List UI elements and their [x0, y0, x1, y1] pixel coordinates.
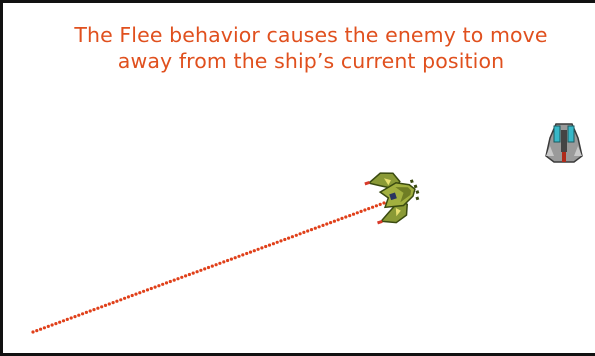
trail-dot	[272, 242, 275, 245]
trail-dot	[325, 222, 328, 225]
trail-dot	[85, 311, 88, 314]
trail-dot	[295, 234, 298, 237]
trail-dot	[112, 301, 115, 304]
trail-dot	[245, 252, 248, 255]
player-ship-icon	[546, 124, 582, 162]
trail-dot	[43, 326, 46, 329]
trail-dot	[54, 322, 57, 325]
trail-dot	[321, 224, 324, 227]
trail-dot	[180, 276, 183, 279]
trail-dot	[241, 253, 244, 256]
trail-dot	[260, 246, 263, 249]
trail-dot	[257, 248, 260, 251]
trail-dot	[58, 321, 61, 324]
trail-dot	[142, 290, 145, 293]
trail-dot	[249, 251, 252, 254]
trail-dot	[310, 228, 313, 231]
trail-dot	[234, 256, 237, 259]
trail-dot	[283, 238, 286, 241]
flee-trail	[31, 201, 385, 333]
trail-dot	[375, 204, 378, 207]
trail-dot	[47, 325, 50, 328]
trail-dot	[268, 244, 271, 247]
trail-dot	[306, 229, 309, 232]
trail-dot	[184, 274, 187, 277]
trail-dot	[131, 294, 134, 297]
trail-dot	[302, 231, 305, 234]
trail-dot	[215, 263, 218, 266]
trail-dot	[115, 300, 118, 303]
trail-dot	[352, 213, 355, 216]
trail-dot	[337, 218, 340, 221]
trail-dot	[108, 302, 111, 305]
trail-dot	[165, 281, 168, 284]
trail-dot	[39, 328, 42, 331]
trail-dot	[77, 314, 80, 317]
trail-dot	[264, 245, 267, 248]
trail-dot	[363, 208, 366, 211]
trail-dot	[348, 214, 351, 217]
trail-dot	[340, 217, 343, 220]
trail-dot	[96, 307, 99, 310]
trail-dot	[279, 239, 282, 242]
trail-dot	[318, 225, 321, 228]
trail-dot	[192, 272, 195, 275]
trail-dot	[230, 258, 233, 261]
trail-dot	[226, 259, 229, 262]
trail-dot	[123, 297, 126, 300]
trail-dot	[356, 211, 359, 214]
trail-dot	[161, 283, 164, 286]
trail-dot	[134, 293, 137, 296]
trail-dot	[291, 235, 294, 238]
trail-dot	[154, 286, 157, 289]
trail-dot	[81, 312, 84, 315]
trail-dot	[35, 329, 38, 332]
trail-dot	[100, 305, 103, 308]
trail-dot	[173, 279, 176, 282]
trail-dot	[176, 277, 179, 280]
trail-dot	[146, 288, 149, 291]
trail-dot	[299, 232, 302, 235]
trail-dot	[119, 298, 122, 301]
trail-dot	[157, 284, 160, 287]
trail-dot	[314, 227, 317, 230]
trail-dot	[62, 319, 65, 322]
trail-dot	[150, 287, 153, 290]
trail-dot	[218, 262, 221, 265]
trail-dot	[127, 295, 130, 298]
trail-dot	[66, 318, 69, 321]
trail-dot	[70, 316, 73, 319]
trail-dot	[344, 215, 347, 218]
trail-dot	[188, 273, 191, 276]
trail-dot	[333, 220, 336, 223]
trail-dot	[92, 308, 95, 311]
trail-dot	[211, 265, 214, 268]
trail-dot	[379, 203, 382, 206]
trail-dot	[360, 210, 363, 213]
trail-dot	[371, 206, 374, 209]
trail-dot	[276, 241, 279, 244]
trail-dot	[287, 237, 290, 240]
trail-dot	[89, 309, 92, 312]
trail-dot	[196, 270, 199, 273]
trail-dot	[237, 255, 240, 258]
trail-dot	[367, 207, 370, 210]
trail-dot	[203, 267, 206, 270]
trail-dot	[104, 304, 107, 307]
trail-dot	[31, 330, 34, 333]
trail-dot	[382, 201, 385, 204]
trail-dot	[199, 269, 202, 272]
trail-dot	[138, 291, 141, 294]
trail-dot	[222, 260, 225, 263]
trail-dot	[253, 249, 256, 252]
enemy-ship-icon	[363, 164, 426, 229]
trail-dot	[207, 266, 210, 269]
trail-dot	[169, 280, 172, 283]
trail-dot	[51, 323, 54, 326]
trail-dot	[73, 315, 76, 318]
trail-dot	[329, 221, 332, 224]
